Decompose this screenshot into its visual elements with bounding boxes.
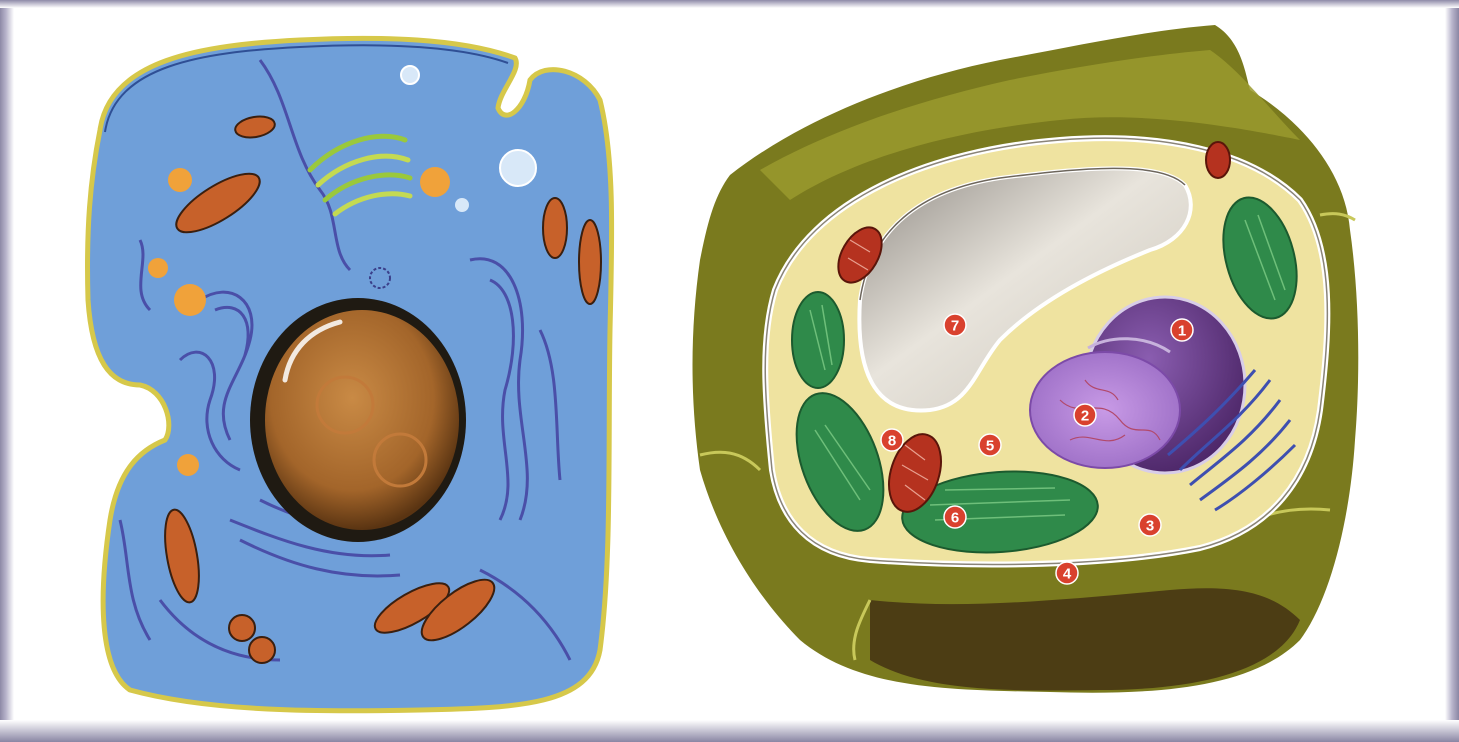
plant-mitochondrion bbox=[1206, 142, 1230, 178]
label-6-text: 6 bbox=[951, 510, 959, 527]
vacuole-small bbox=[500, 150, 536, 186]
lysosome bbox=[174, 284, 206, 316]
lysosome bbox=[420, 167, 450, 197]
label-4: 4 bbox=[1056, 562, 1078, 584]
label-7-text: 7 bbox=[951, 318, 959, 335]
lysosome bbox=[148, 258, 168, 278]
label-6: 6 bbox=[944, 506, 966, 528]
animal-nucleus bbox=[265, 310, 459, 530]
mitochondrion bbox=[579, 220, 601, 304]
animal-cell bbox=[88, 38, 612, 711]
lysosome bbox=[177, 454, 199, 476]
plant-cell: 1 2 3 4 5 6 7 bbox=[693, 25, 1359, 693]
label-3: 3 bbox=[1139, 514, 1161, 536]
label-1-text: 1 bbox=[1178, 323, 1186, 340]
label-7: 7 bbox=[944, 314, 966, 336]
label-5-text: 5 bbox=[986, 438, 994, 455]
mitochondrion bbox=[543, 198, 567, 258]
lysosome bbox=[168, 168, 192, 192]
label-1: 1 bbox=[1171, 319, 1193, 341]
label-4-text: 4 bbox=[1063, 566, 1072, 583]
nucleolus-plant bbox=[1030, 352, 1180, 468]
label-8: 8 bbox=[881, 429, 903, 451]
mitochondrion bbox=[249, 637, 275, 663]
label-2-text: 2 bbox=[1081, 408, 1089, 425]
label-2: 2 bbox=[1074, 404, 1096, 426]
label-8-text: 8 bbox=[888, 433, 896, 450]
mitochondrion bbox=[229, 615, 255, 641]
vacuole-small bbox=[455, 198, 469, 212]
label-5: 5 bbox=[979, 434, 1001, 456]
vacuole-small bbox=[401, 66, 419, 84]
label-3-text: 3 bbox=[1146, 518, 1154, 535]
